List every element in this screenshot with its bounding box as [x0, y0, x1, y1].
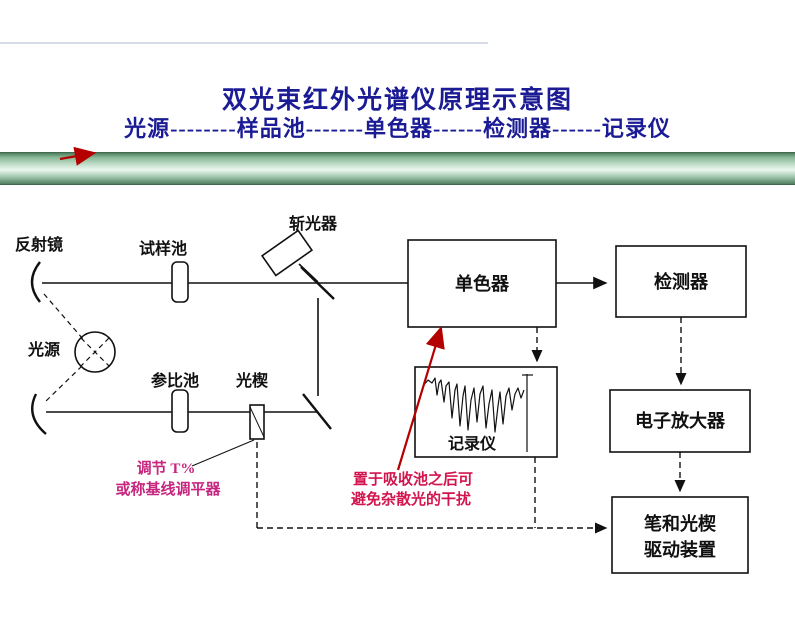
top-mirror-icon — [30, 261, 41, 303]
source-label: 光源 — [27, 340, 60, 359]
source-to-bottom-mirror-ray — [44, 365, 83, 403]
sample-cell-label: 试样池 — [139, 239, 187, 258]
spectrometer-diagram: 反射镜 光源 斩光器 试样池 参比池 光楔 单色器 检测器 — [15, 214, 751, 574]
mono-note-line1: 置于吸收池之后可 — [353, 470, 473, 488]
detector-label: 检测器 — [654, 271, 709, 292]
recorder-label: 记录仪 — [448, 435, 497, 453]
green-divider-bar — [0, 152, 795, 185]
mirror-label: 反射镜 — [15, 235, 63, 254]
wedge-diagonal-line — [249, 406, 265, 438]
monochromator-label: 单色器 — [455, 273, 510, 294]
top-divider-line — [0, 42, 488, 44]
pen-drive-label-line2: 驱动装置 — [644, 539, 716, 560]
bar-arrow-icon — [59, 146, 97, 166]
source-to-top-mirror-ray — [43, 293, 84, 340]
source-cross-line-2 — [80, 337, 110, 367]
chopper-label: 斩光器 — [289, 214, 338, 233]
wedge-note-pointer-line — [191, 439, 255, 467]
page-title: 双光束红外光谱仪原理示意图 — [221, 87, 573, 114]
reference-cell-icon — [171, 389, 189, 433]
pen-drive-label-line1: 笔和光楔 — [644, 513, 717, 534]
reference-cell-label: 参比池 — [151, 371, 199, 390]
mono-note-arrow — [396, 325, 445, 471]
sample-cell-icon — [171, 261, 189, 303]
wedge-note-line1: 调节 T% — [137, 459, 196, 477]
spectrum-curve — [422, 377, 525, 433]
wedge-note-line2: 或称基线调平器 — [115, 480, 221, 498]
red-pointer-on-bar — [59, 146, 97, 166]
pen-drive-box — [611, 496, 749, 574]
chopper-icon — [260, 229, 314, 277]
mono-note-line2: 避免杂散光的干扰 — [351, 490, 471, 508]
bottom-splitter-icon — [302, 393, 332, 430]
amplifier-label: 电子放大器 — [635, 410, 726, 431]
top-splitter-icon — [300, 266, 335, 300]
wedge-label: 光楔 — [235, 371, 268, 390]
light-source-icon — [74, 331, 116, 373]
flow-sequence-text: 光源--------样品池-------单色器------检测器------记录… — [124, 116, 671, 141]
bottom-mirror-icon — [31, 393, 47, 435]
